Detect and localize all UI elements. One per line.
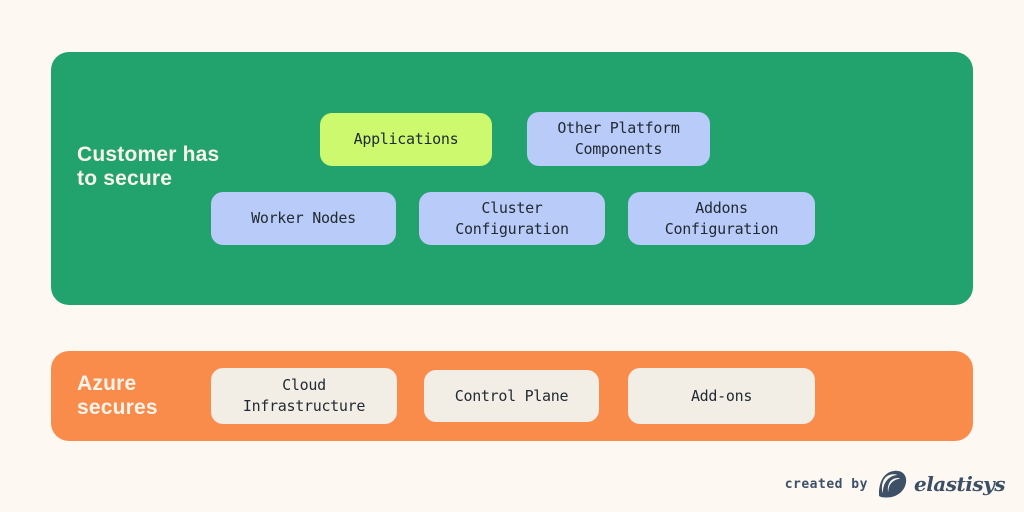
credit-line: created by elastisys <box>784 466 1006 502</box>
box-cloud-infrastructure: Cloud Infrastructure <box>211 368 397 424</box>
customer-section-label: Customer has to secure <box>77 143 220 190</box>
box-add-ons: Add-ons <box>628 368 815 424</box>
box-addons-configuration: Addons Configuration <box>628 192 815 245</box>
box-other-platform-components: Other Platform Components <box>527 112 710 166</box>
created-by-text: created by <box>784 476 868 492</box>
box-control-plane: Control Plane <box>424 370 599 422</box>
customer-responsibility-panel <box>51 52 973 305</box>
box-applications: Applications <box>320 113 492 166</box>
box-worker-nodes: Worker Nodes <box>211 192 396 245</box>
box-cluster-configuration: Cluster Configuration <box>419 192 605 245</box>
elastisys-wordmark: elastisys <box>913 472 1006 496</box>
elastisys-logo-icon <box>876 468 908 500</box>
azure-section-label: Azure secures <box>77 372 158 419</box>
